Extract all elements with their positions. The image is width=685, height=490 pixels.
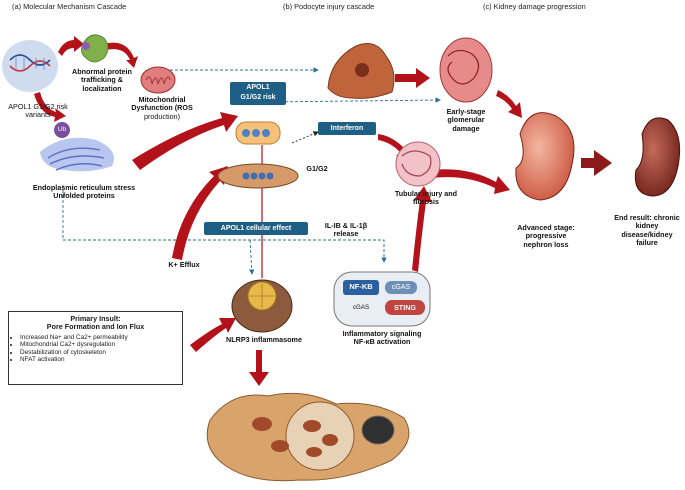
arrow-advanced-end	[581, 150, 612, 176]
arrow-glomerulus-kidney	[496, 90, 522, 118]
membrane-channel-icon	[217, 121, 299, 189]
g1g2-label: G1/G2	[306, 164, 328, 173]
tubular-label-2: fibrosis	[413, 197, 439, 207]
mitochondrion-icon	[140, 66, 176, 94]
insult-item: Mitochondrial Ca2+ dysregulation	[20, 341, 182, 348]
sting-label: STING	[394, 303, 416, 312]
primary-insult-box: Primary Insult: Pore Formation and Ion F…	[8, 311, 183, 385]
il-label-1: IL-IB & IL-1β	[324, 221, 368, 230]
mito-label-2: Dysfunction (ROS	[131, 103, 193, 113]
cgas-small-label: cGAS	[352, 304, 370, 311]
risk-variants-label-1: APOL1 G1/G2 risk	[8, 102, 68, 111]
early-label-3: damage	[452, 123, 480, 133]
dashed-arrow-to-nlrp3	[249, 239, 255, 275]
k-efflux-label: K+ Efflux	[168, 260, 200, 269]
abnormal-label-3: localization	[82, 83, 122, 93]
insult-list: Increased Na+ and Ca2+ permeability Mito…	[9, 334, 182, 364]
er-label-2: Unfolded proteins	[53, 191, 115, 201]
arrow-er-membrane	[132, 112, 238, 170]
tubular-label-1: Tubular injury and	[394, 189, 458, 198]
inflammasome-icon	[231, 279, 293, 333]
section-title-b: (b) Podocyte injury cascade	[283, 2, 375, 11]
tubule-icon	[395, 141, 441, 187]
inflam-label-2: NF-κB activation	[353, 337, 411, 347]
kidney-icon	[515, 112, 681, 201]
arrow-protein-mito	[104, 42, 138, 68]
inflam-label-1: Inflammatory signaling	[342, 329, 422, 338]
cgas-label: cGAS	[391, 284, 411, 291]
mito-label-1: Mitochondrial	[138, 95, 186, 104]
dashed-arrow-interferon	[291, 131, 319, 144]
arrow-kefflux-membrane	[172, 166, 228, 260]
insult-item: NFAT activation	[20, 356, 182, 363]
nfkb-cell-icon	[333, 271, 431, 327]
insult-title-1: Primary Insult:	[70, 314, 121, 323]
podocyte-icon	[327, 43, 395, 99]
protein-icon	[81, 34, 109, 63]
advanced-label-3: nephron loss	[523, 239, 569, 249]
arrow-nlrp3-tissue	[249, 350, 269, 386]
apol1-risk-label-2: G1/G2 risk	[240, 93, 276, 101]
er-label-1: Endoplasmic reticulum stress	[32, 183, 136, 192]
section-title-a: (a) Molecular Mechanism Cascade	[12, 2, 127, 11]
arrow-dna-er	[34, 92, 66, 122]
interferon-label: Interferon	[318, 122, 376, 135]
advanced-label-2: progressive	[525, 231, 567, 241]
apol1-risk-label-1: APOL1	[246, 84, 270, 91]
tissue-icon	[206, 392, 410, 482]
arrow-box-nlrp3	[190, 318, 236, 352]
insult-title-2: Pore Formation and Ion Flux	[46, 322, 145, 332]
glomerulus-icon	[439, 37, 493, 103]
ub-label: Ub	[57, 126, 67, 133]
insult-item: Destabilization of cytoskeleton	[20, 349, 182, 356]
arrow-inflam-tubule	[412, 186, 432, 272]
advanced-label-1: Advanced stage:	[517, 223, 575, 232]
arrow-podocyte-glomerulus	[395, 68, 430, 88]
end-label-1: End result: chronic	[614, 213, 680, 222]
il-label-2: release	[333, 229, 359, 239]
arrow-dna-protein	[58, 36, 84, 56]
early-label-1: Early-stage	[446, 107, 486, 116]
dashed-arrow-apol1-glomerulus	[264, 97, 441, 103]
apol1-effect-label: APOL1 cellular effect	[204, 222, 308, 235]
dashed-arrow-er-inflam	[62, 185, 387, 263]
section-title-c: (c) Kidney damage progression	[483, 2, 586, 11]
end-label-3: failure	[636, 238, 658, 248]
abnormal-label-2: trafficking &	[81, 75, 123, 85]
red-arrows	[34, 36, 522, 386]
mito-label-3: production)	[144, 111, 180, 121]
risk-variants-label-2: variants	[25, 110, 51, 120]
nlrp3-label: NLRP3 inflammasome	[226, 335, 302, 344]
er-icon	[40, 122, 114, 172]
arrow-tubule-kidney	[430, 169, 510, 194]
abnormal-label-1: Abnormal protein	[72, 67, 132, 76]
end-label-2: kidney disease/kidney	[621, 221, 673, 239]
insult-item: Increased Na+ and Ca2+ permeability	[20, 334, 182, 341]
dna-icon	[2, 40, 58, 92]
nfkb-label: NF-KB	[349, 282, 373, 291]
early-label-2: glomerular	[447, 115, 485, 125]
